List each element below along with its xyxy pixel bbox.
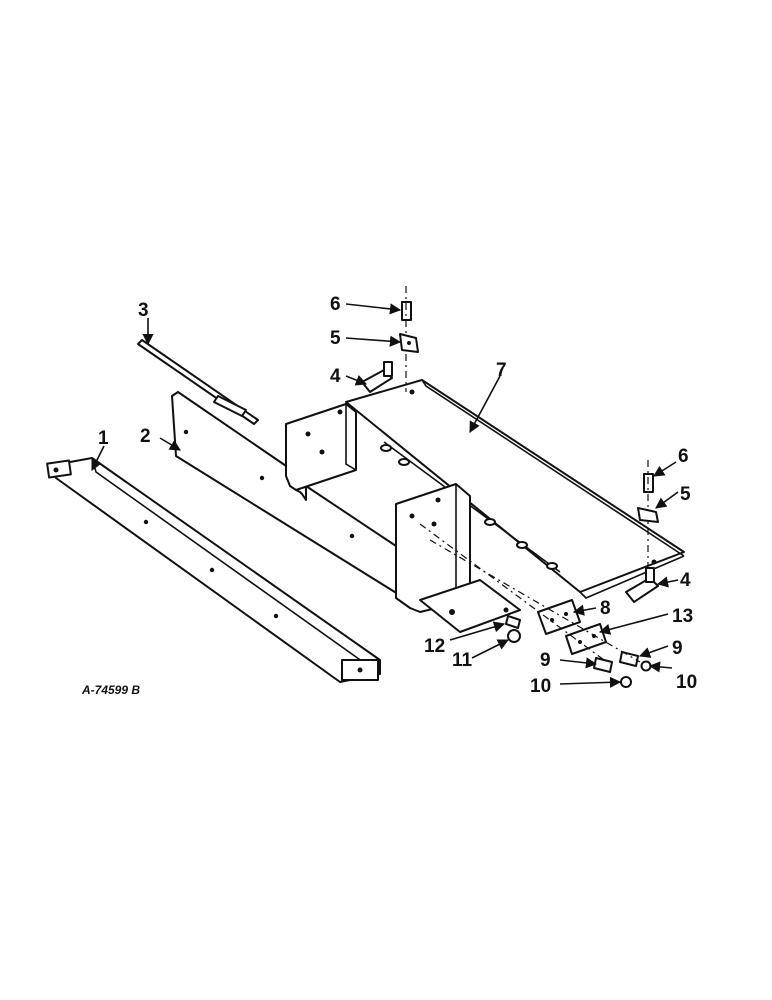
part-12-bolt (505, 615, 521, 629)
assembly-line-right (429, 539, 641, 663)
callout-8: 8 (600, 598, 611, 619)
callout-9-right: 9 (672, 638, 683, 659)
callout-4-top: 4 (330, 366, 341, 387)
callout-10-right: 10 (676, 672, 697, 693)
part-9-spring-left (593, 657, 613, 673)
callout-1: 1 (98, 428, 109, 449)
callout-2: 2 (140, 426, 151, 447)
callout-12: 12 (424, 636, 445, 657)
part-13-bracket (565, 623, 607, 655)
callout-10-left: 10 (530, 676, 551, 697)
part-10-nut-right (640, 660, 652, 672)
part-4-latch-top (361, 361, 393, 393)
part-3-rod (137, 339, 259, 425)
part-7-tray (345, 379, 685, 599)
part-10-nut-left (620, 676, 632, 688)
part-9-spring-right (619, 651, 639, 667)
callout-5-right: 5 (680, 484, 691, 505)
callout-9-left: 9 (540, 650, 551, 671)
part-8-bracket (537, 599, 581, 635)
callout-6-top: 6 (330, 294, 341, 315)
part-5-clip-right (637, 507, 659, 523)
assembly-line-left (419, 523, 605, 661)
callout-labels: 1 2 3 4 4 5 5 6 6 7 8 9 9 10 10 11 12 13… (81, 294, 697, 697)
callout-4-right: 4 (680, 570, 691, 591)
callout-3: 3 (138, 300, 149, 321)
part-2-frame (171, 391, 521, 633)
callout-6-right: 6 (678, 446, 689, 467)
callout-7: 7 (496, 360, 507, 381)
figure-reference: A-74599 B (81, 683, 140, 697)
callout-11: 11 (452, 650, 473, 671)
callout-13: 13 (672, 606, 693, 627)
leader-lines (91, 303, 679, 688)
part-5-clip-top (399, 333, 419, 353)
part-11-nut (507, 629, 521, 643)
part-1-bar (46, 457, 381, 683)
callout-5-top: 5 (330, 328, 341, 349)
